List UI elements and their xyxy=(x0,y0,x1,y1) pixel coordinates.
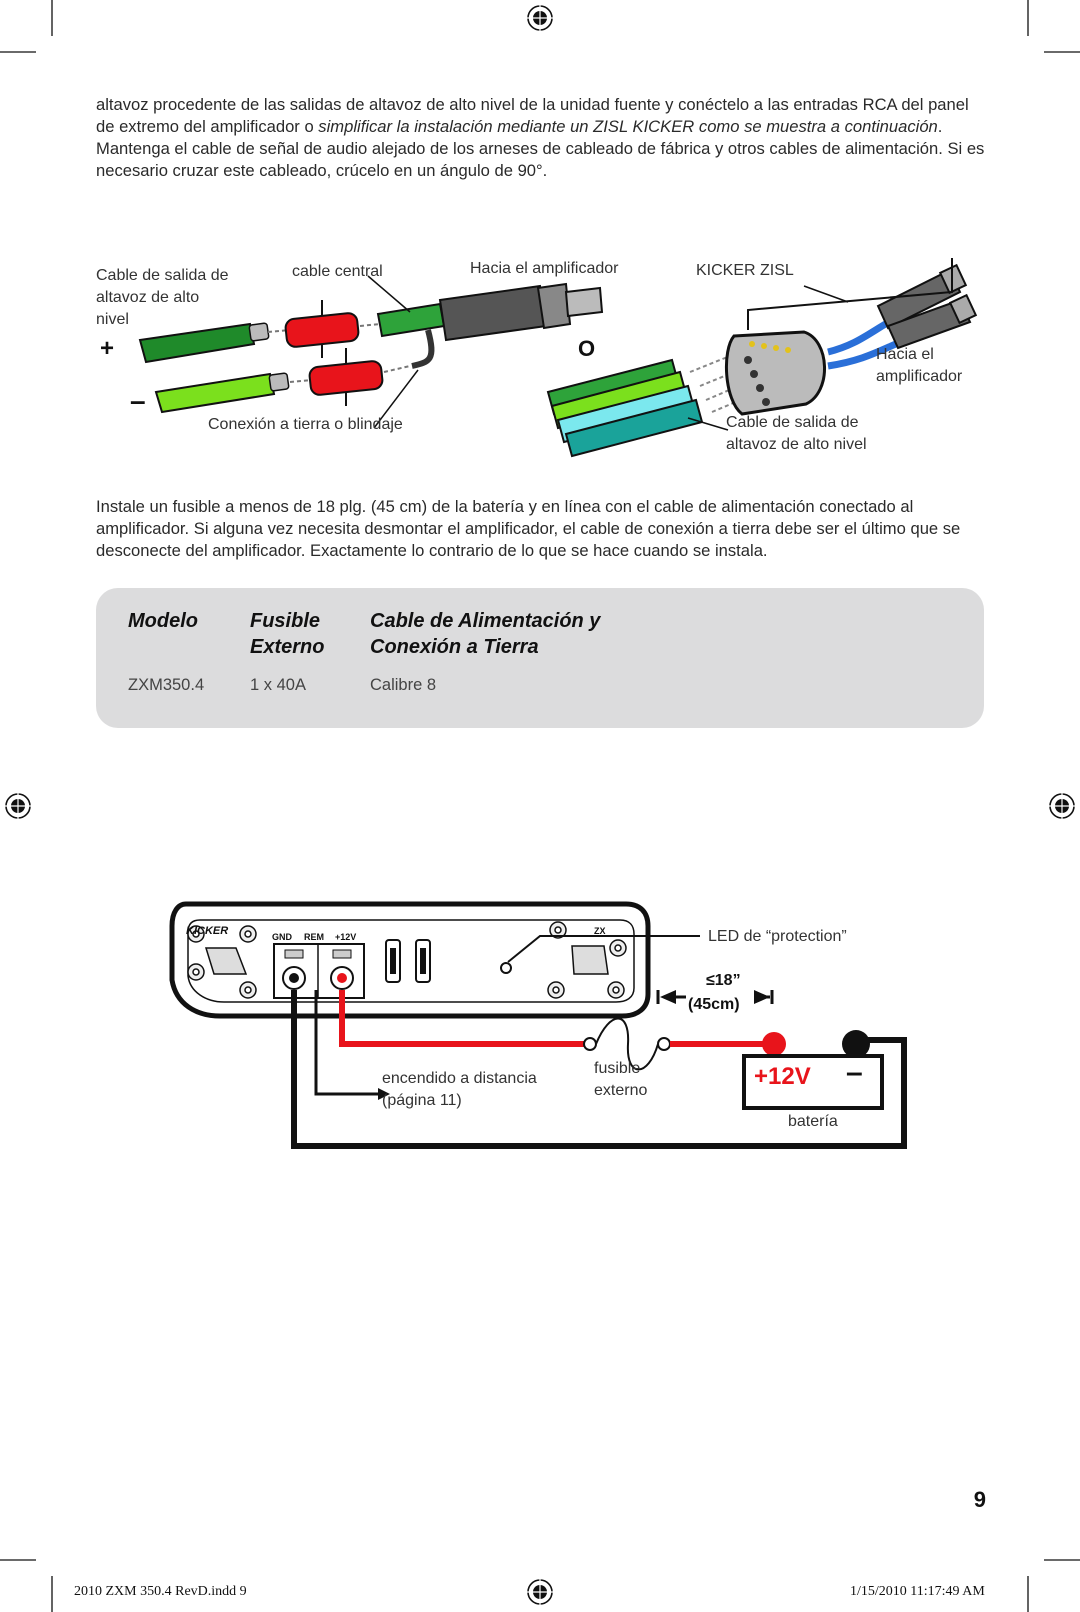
registration-mark-icon xyxy=(524,2,556,34)
speaker-wire-label: Cable de salida de altavoz de alto nivel xyxy=(96,267,229,328)
remote-page-label: (página 11) xyxy=(382,1092,462,1109)
cell-cable: Calibre 8 xyxy=(370,676,437,694)
to-amp-label-2: Hacia el amplificador xyxy=(876,346,963,385)
intro-text-continued: . Mantenga el cable de señal de audio al… xyxy=(96,117,985,180)
amplifier-panel xyxy=(169,901,651,1019)
remote-label: encendido a distancia xyxy=(382,1070,537,1087)
to-amp-label: Hacia el amplificador xyxy=(470,260,619,277)
header-cable-2: Conexión a Tierra xyxy=(370,636,539,658)
terminal-12v-label: +12V xyxy=(335,932,357,942)
fuse-paragraph: Instale un fusible a menos de 18 plg. (4… xyxy=(96,497,961,560)
zisl-label: KICKER ZISL xyxy=(696,262,794,279)
battery-positive-label: +12V xyxy=(754,1063,811,1090)
footer-file-label: 2010 ZXM 350.4 RevD.indd 9 xyxy=(74,1584,247,1599)
battery-negative-label: – xyxy=(846,1056,863,1089)
intro-text: altavoz procedente de las salidas de alt… xyxy=(96,95,969,136)
header-fusible-1: Fusible xyxy=(250,610,321,632)
or-label: O xyxy=(578,336,596,361)
zisl-wire-bundle xyxy=(546,351,751,458)
speaker-wire-negative xyxy=(154,372,313,414)
header-fusible-2: Externo xyxy=(250,636,325,658)
spec-table xyxy=(96,588,984,728)
distance-label-inches: ≤18” xyxy=(706,972,741,989)
battery-label: batería xyxy=(788,1113,838,1130)
footer-timestamp: 1/15/2010 11:17:49 AM xyxy=(850,1584,985,1599)
header-modelo: Modelo xyxy=(128,610,198,632)
speaker-wire-label-2: Cable de salida de altavoz de alto nivel xyxy=(726,414,867,453)
ground-label: Conexión a tierra o blindaje xyxy=(208,416,403,433)
led-label: LED de “protection” xyxy=(708,928,847,945)
butt-connector-top xyxy=(284,300,360,358)
zisl-adapter xyxy=(724,263,978,416)
model-tag: ZX xyxy=(594,926,606,936)
intro-paragraph: altavoz procedente de las salidas de alt… xyxy=(96,94,986,182)
external-fuse xyxy=(583,1017,671,1071)
distance-label-cm: (45cm) xyxy=(688,996,740,1013)
registration-mark-icon xyxy=(1046,790,1078,822)
butt-connector-bottom xyxy=(308,348,384,406)
distance-arrows xyxy=(656,990,774,1004)
terminal-rem-label: REM xyxy=(304,932,324,942)
fuse-label-2: externo xyxy=(594,1082,648,1099)
cell-fusible: 1 x 40A xyxy=(250,676,306,694)
center-wire-label: cable central xyxy=(292,263,383,280)
rca-cable xyxy=(359,282,604,373)
intro-italic-text: simplificar la instalación mediante un Z… xyxy=(318,117,938,136)
cell-modelo: ZXM350.4 xyxy=(128,676,205,694)
kicker-logo: KICKER xyxy=(186,925,229,937)
header-cable-1: Cable de Alimentación y xyxy=(370,610,601,632)
speaker-wire-positive xyxy=(138,322,291,364)
registration-mark-icon xyxy=(524,1576,556,1608)
terminal-gnd-label: GND xyxy=(272,932,292,942)
plus-sign: + xyxy=(100,335,115,362)
page-number: 9 xyxy=(973,1487,986,1512)
registration-mark-icon xyxy=(2,790,34,822)
battery xyxy=(742,1030,884,1110)
minus-sign: – xyxy=(130,385,146,416)
fuse-label: fusible xyxy=(594,1060,641,1077)
